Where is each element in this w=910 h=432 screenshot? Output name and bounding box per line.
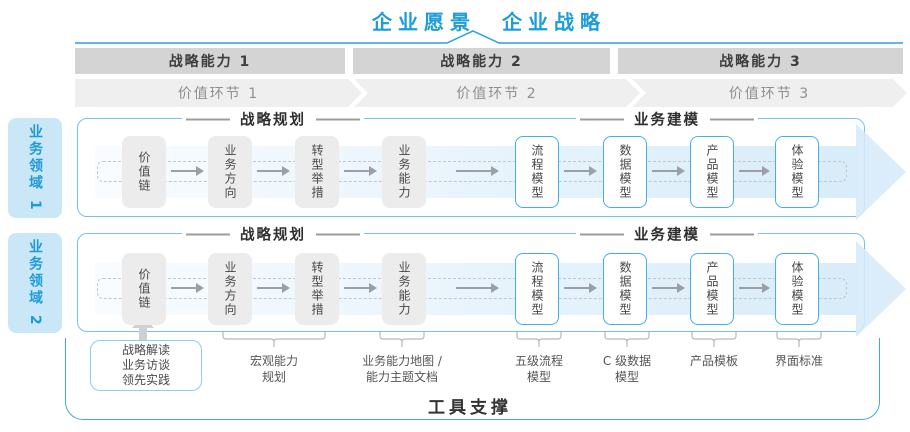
step-box-product-model: 产品模型	[690, 253, 734, 325]
header-dash-icon	[710, 233, 754, 235]
business-domain-1-label: 业务领域 1	[8, 118, 62, 218]
header-text: 战略规划	[240, 112, 306, 129]
arrow-up-shaft	[139, 327, 147, 342]
step-box-biz-capability: 业务能力	[382, 253, 426, 325]
deliverable-data-model: C 级数据 模型	[602, 354, 652, 384]
dashed-flow-track	[97, 161, 847, 182]
flow-arrowhead-icon	[856, 241, 906, 337]
step-box-biz-direction: 业务方向	[208, 253, 252, 325]
capability-label: 战略能力 1	[168, 54, 252, 70]
capability-bar-3: 战略能力 3	[618, 48, 903, 74]
arrow-right-icon	[171, 283, 204, 293]
vision-title: 企业愿景	[372, 10, 476, 34]
capability-label: 战略能力 2	[440, 54, 523, 70]
header-dash-icon	[316, 233, 360, 235]
arrow-right-icon	[564, 283, 597, 293]
value-link-label: 价值环节 1	[177, 86, 260, 102]
step-box-process-model: 流程模型	[515, 136, 559, 208]
arrow-right-icon	[257, 283, 290, 293]
arrow-right-icon	[344, 283, 377, 293]
arrow-right-icon	[257, 166, 290, 176]
header-dash-icon	[186, 118, 230, 120]
value-link-label: 价值环节 2	[456, 86, 538, 102]
step-box-exp-model: 体验模型	[775, 136, 819, 208]
arrow-right-icon	[456, 166, 499, 176]
header-dash-icon	[316, 118, 360, 120]
arrow-right-icon	[652, 166, 685, 176]
header-text: 业务建模	[634, 227, 700, 244]
tool-support-container	[65, 338, 880, 420]
arrow-right-icon	[739, 166, 770, 176]
dashed-flow-track	[97, 278, 847, 299]
step-box-exp-model: 体验模型	[775, 253, 819, 325]
vision-connector-line	[75, 30, 903, 44]
deliverable-capability-map: 业务能力地图 / 能力主题文档	[362, 354, 442, 384]
step-box-data-model: 数据模型	[603, 136, 647, 208]
page-title: 企业愿景 企业战略	[372, 6, 606, 35]
arrow-right-icon	[564, 166, 597, 176]
deliverable-macro-capability: 宏观能力 规划	[249, 354, 299, 384]
arrow-right-icon	[171, 166, 204, 176]
arrow-right-icon	[456, 283, 499, 293]
step-box-process-model: 流程模型	[515, 253, 559, 325]
capability-label: 战略能力 3	[719, 54, 802, 70]
tool-support-label: 工具支撑	[428, 398, 512, 418]
header-dash-icon	[710, 118, 754, 120]
planning-header-row2: 战略规划	[182, 223, 364, 245]
arrow-right-icon	[344, 166, 377, 176]
value-link-chevron-3: 价值环节 3	[632, 79, 907, 107]
header-dash-icon	[186, 233, 230, 235]
deliverable-process-model: 五级流程 模型	[514, 354, 564, 384]
step-box-data-model: 数据模型	[603, 253, 647, 325]
step-box-biz-direction: 业务方向	[208, 136, 252, 208]
step-box-transformation: 转型举措	[295, 136, 339, 208]
capability-bar-2: 战略能力 2	[353, 48, 610, 74]
step-box-biz-capability: 业务能力	[382, 136, 426, 208]
value-link-chevron-2: 价值环节 2	[354, 79, 640, 107]
planning-header-row1: 战略规划	[182, 108, 364, 130]
step-box-transformation: 转型举措	[295, 253, 339, 325]
header-text: 业务建模	[634, 112, 700, 129]
modeling-header-row1: 业务建模	[576, 108, 758, 130]
deliverable-product-template: 产品模板	[689, 354, 739, 368]
capability-bar-1: 战略能力 1	[75, 48, 345, 74]
step-box-value-chain: 价值链	[122, 136, 166, 208]
business-domain-2-label: 业务领域 2	[8, 233, 62, 333]
arrow-right-icon	[739, 283, 770, 293]
merge-brackets	[222, 332, 822, 347]
modeling-header-row2: 业务建模	[576, 223, 758, 245]
step-box-value-chain: 价值链	[122, 253, 166, 325]
header-text: 战略规划	[240, 227, 306, 244]
header-dash-icon	[580, 233, 624, 235]
deliverable-ui-standard: 界面标准	[774, 354, 824, 368]
arrow-right-icon	[652, 283, 685, 293]
value-link-label: 价值环节 3	[728, 86, 811, 102]
header-dash-icon	[580, 118, 624, 120]
strategy-title: 企业战略	[502, 10, 606, 34]
value-link-chevron-1: 价值环节 1	[75, 79, 362, 107]
practice-input-box: 战略解读 业务访谈 领先实践	[90, 340, 202, 391]
step-box-product-model: 产品模型	[690, 136, 734, 208]
flow-arrowhead-icon	[856, 124, 906, 220]
